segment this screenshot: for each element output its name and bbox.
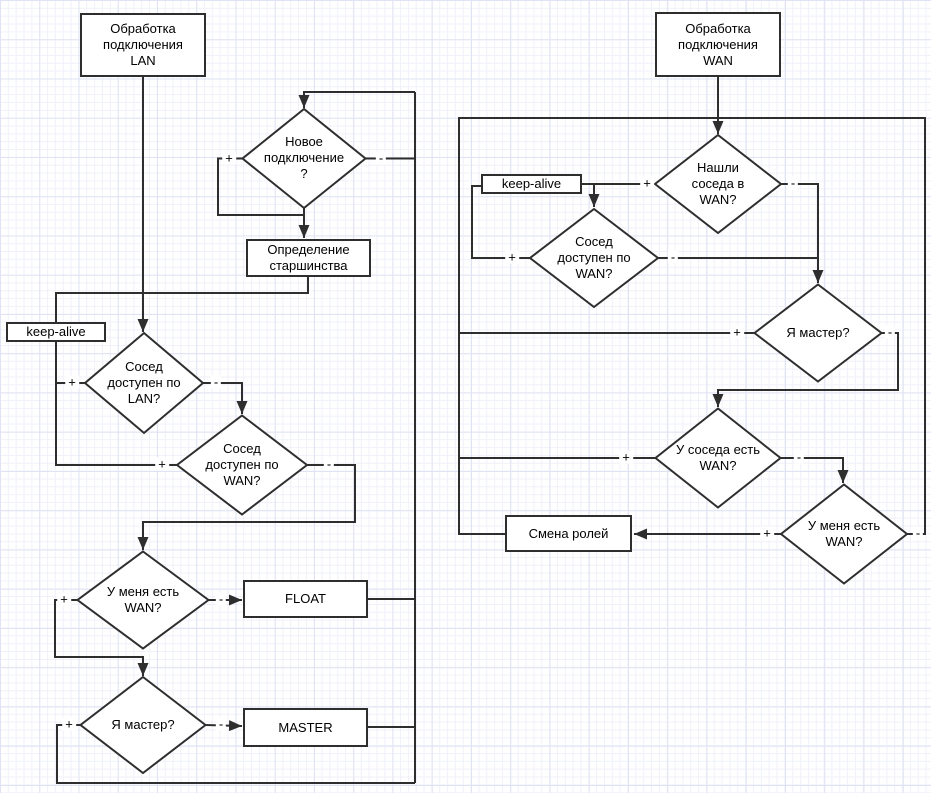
minus-label-i-have-wan-right: - [912, 526, 924, 540]
plus-label-i-have-wan-right: + [760, 526, 774, 540]
edge-neighbor-has-wan-minus [780, 457, 849, 483]
edge-neighbor-wan-minus-left [137, 464, 356, 550]
box-role-change[interactable]: Смена ролей [505, 515, 632, 552]
edge-seniority-keepalive-rail [55, 277, 309, 466]
plus-label-neighbor-lan: + [65, 375, 79, 389]
label-neighbor-wan-right: Сосед доступен по WAN? [557, 234, 631, 281]
diamond-neighbor-lan[interactable] [83, 331, 205, 435]
diamond-neighbor-has-wan[interactable] [653, 407, 783, 509]
box-float[interactable]: FLOAT [243, 580, 368, 618]
minus-label-found-neighbor: - [787, 176, 799, 190]
plus-label-neighbor-has-wan: + [619, 450, 633, 464]
label-neighbor-wan-left: Сосед доступен по WAN? [205, 441, 279, 488]
box-keep-alive-left[interactable]: keep-alive [6, 322, 106, 342]
box-wan-start[interactable]: Обработка подключения WAN [655, 12, 781, 77]
diamond-i-have-wan-right[interactable] [779, 483, 909, 585]
label-is-master-left: Я мастер? [111, 717, 175, 732]
box-seniority[interactable]: Определение старшинства [246, 239, 371, 277]
box-master[interactable]: MASTER [243, 708, 368, 747]
minus-label-new-connection: - [375, 151, 387, 165]
minus-label-is-master-right: - [884, 325, 896, 339]
plus-label-neighbor-wan-right: + [505, 250, 519, 264]
label-is-master-right: Я мастер? [786, 325, 850, 340]
minus-label-neighbor-lan: - [210, 375, 222, 389]
diamond-i-have-wan-left[interactable] [75, 550, 211, 650]
label-i-have-wan-left: У меня есть WAN? [106, 584, 180, 615]
box-lan-start[interactable]: Обработка подключения LAN [80, 13, 206, 77]
plus-label-found-neighbor: + [640, 176, 654, 190]
edge-found-neighbor-minus [781, 183, 824, 283]
diamond-neighbor-wan-left[interactable] [175, 414, 309, 516]
minus-label-is-master-left: - [215, 717, 227, 731]
label-found-neighbor: Нашли соседа в WAN? [691, 160, 745, 207]
plus-label-new-connection: + [222, 151, 236, 165]
plus-label-is-master-left: + [62, 717, 76, 731]
plus-label-i-have-wan-left: + [57, 592, 71, 606]
diamond-found-neighbor[interactable] [653, 133, 783, 235]
minus-label-i-have-wan-left: - [215, 592, 227, 606]
plus-label-neighbor-wan-left: + [155, 457, 169, 471]
label-i-have-wan-right: У меня есть WAN? [807, 518, 881, 549]
label-new-connection: Новое подключение ? [263, 134, 345, 181]
minus-label-neighbor-wan-right: - [667, 250, 679, 264]
diamond-neighbor-wan-right[interactable] [528, 207, 660, 309]
label-neighbor-has-wan: У соседа есть WAN? [675, 442, 761, 473]
diamond-is-master-left[interactable] [78, 675, 208, 775]
diamond-new-connection[interactable] [240, 107, 368, 210]
minus-label-neighbor-wan-left: - [323, 457, 335, 471]
minus-label-neighbor-has-wan: - [793, 450, 805, 464]
plus-label-is-master-right: + [730, 325, 744, 339]
edge-neighbor-lan-minus [203, 382, 248, 414]
box-keep-alive-right[interactable]: keep-alive [481, 174, 582, 194]
label-neighbor-lan: Сосед доступен по LAN? [107, 359, 181, 406]
diamond-is-master-right[interactable] [752, 283, 884, 383]
edge-neighbor-wan-right-plus-loop [471, 185, 530, 259]
edge-lan-loop-top-entry [298, 91, 415, 108]
